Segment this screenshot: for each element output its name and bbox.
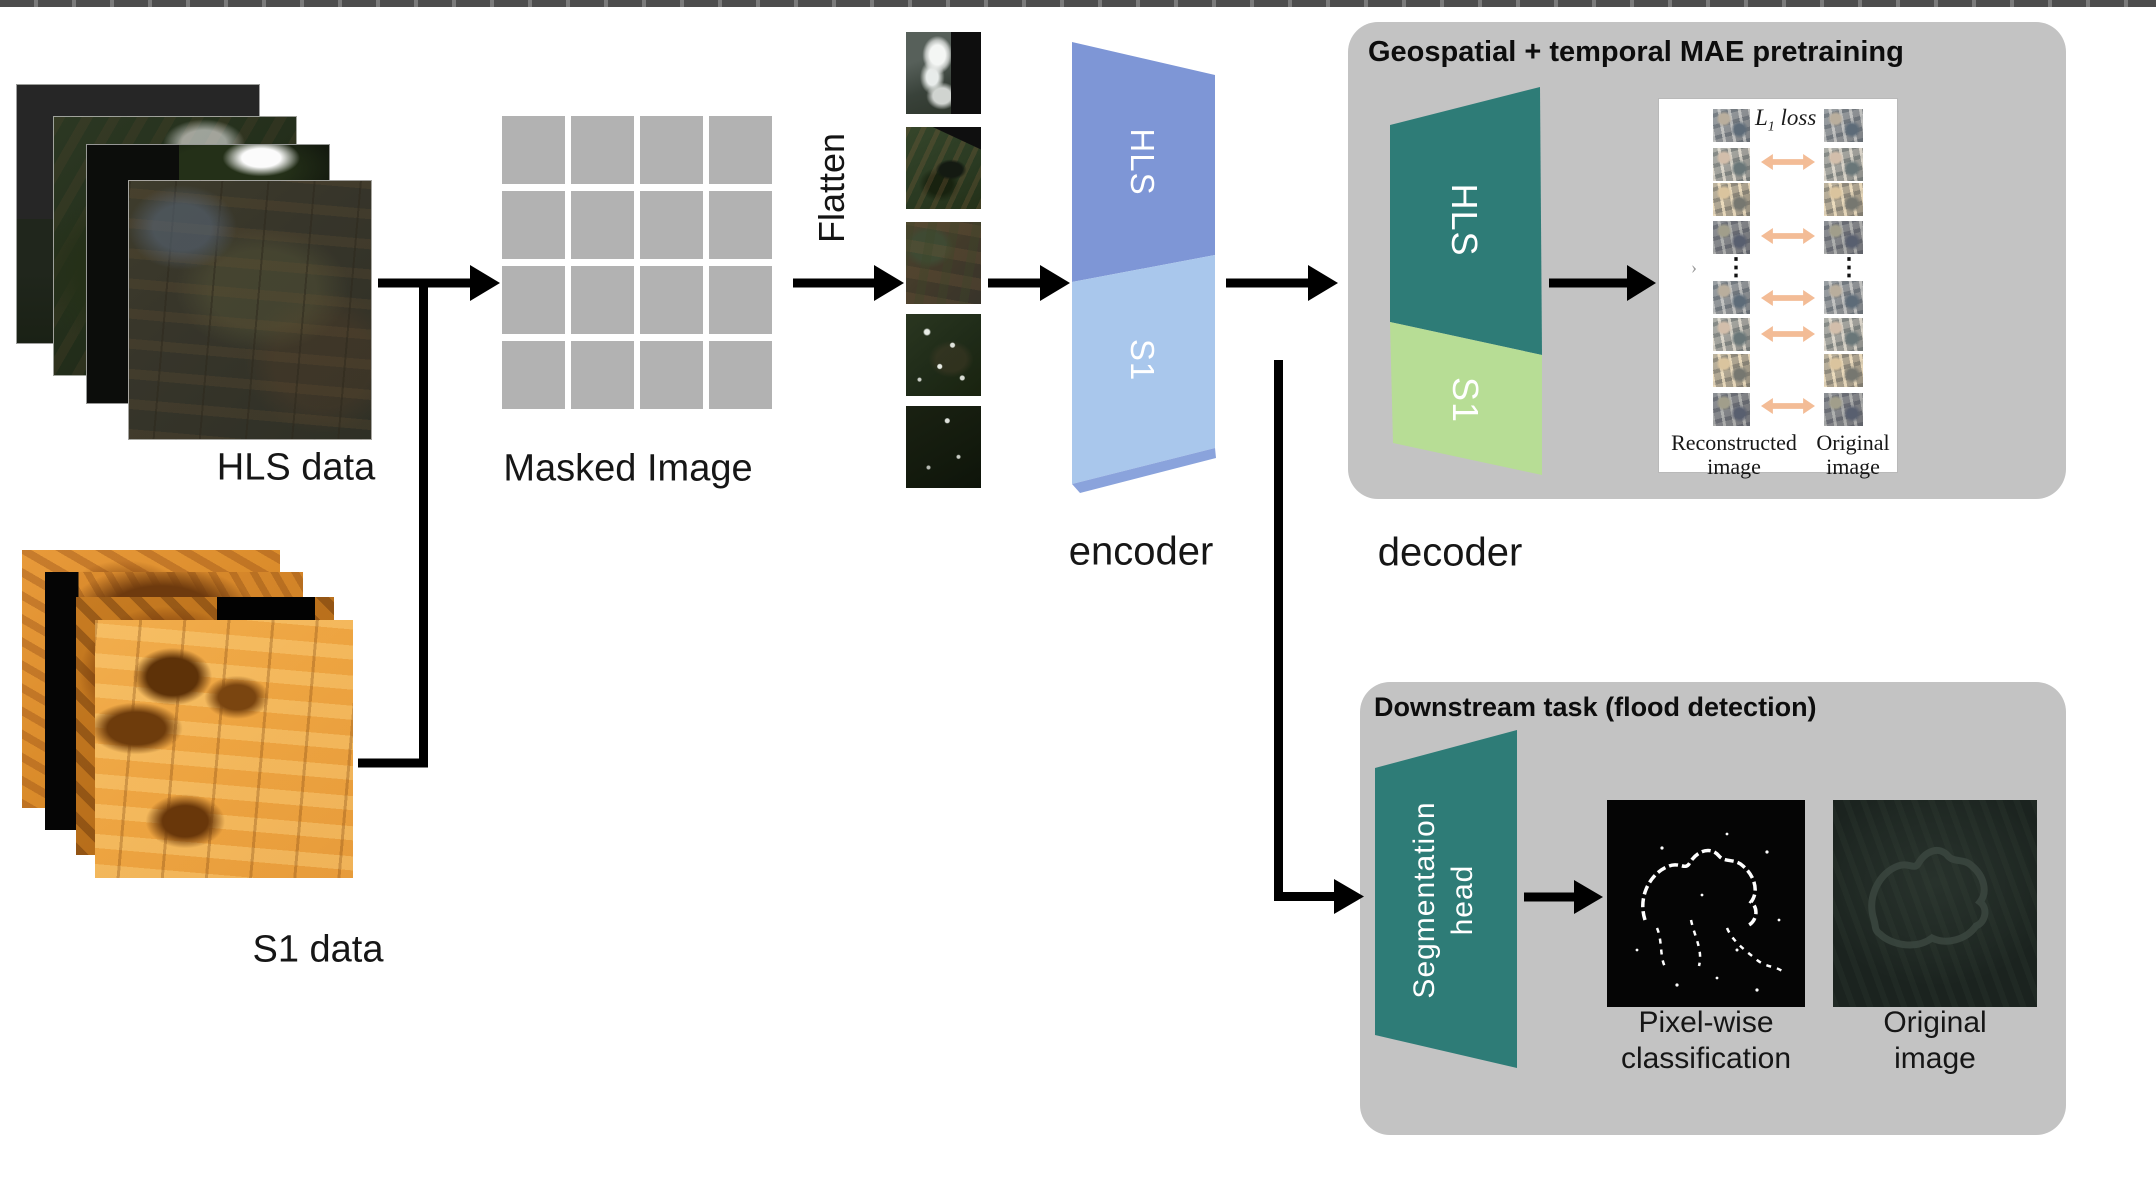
encoder-s1-label: S1 [1124, 338, 1161, 382]
decoder-s1-label: S1 [1445, 376, 1486, 424]
reconstructed-image-label: Reconstructed image [1671, 430, 1797, 479]
pretraining-title: Geospatial + temporal MAE pretraining [1368, 36, 1904, 68]
original-patch [1824, 318, 1863, 351]
original-patch [1824, 393, 1863, 426]
recon-patch [1713, 318, 1750, 351]
encoder-bottom-fold [1072, 448, 1216, 493]
reconstruction-panel: L1 loss ⋮ ⋮ › Reconstructed image Origin… [1658, 98, 1898, 479]
original-image-label: Original image [1816, 430, 1890, 479]
recon-patch [1713, 109, 1750, 142]
decoder-hls-label: HLS [1444, 183, 1485, 257]
original-patch [1824, 221, 1863, 254]
masked-cell [571, 341, 634, 409]
recon-patch [1713, 148, 1750, 181]
flood-outline-graphic [1635, 832, 1784, 992]
original-patch [1824, 183, 1863, 216]
original-patch [1824, 281, 1863, 314]
recon-patch [1713, 281, 1750, 314]
original-patch [1824, 148, 1863, 181]
arrowhead [874, 265, 904, 301]
l1-compare-arrow [1761, 154, 1815, 170]
s1-image-4 [95, 620, 353, 878]
visible-patch-cloud [571, 116, 634, 184]
visible-patch-forest [709, 116, 772, 184]
chevron-artifact: › [1691, 257, 1697, 277]
filmstrip-top-bar [0, 0, 2156, 7]
l1-compare-arrow [1761, 326, 1815, 342]
hls-data-label: HLS data [216, 446, 376, 489]
flat-patch-fields [906, 222, 981, 304]
hls-image-4 [128, 180, 372, 440]
flat-patch-forest [906, 127, 981, 209]
recon-patch [1713, 221, 1750, 254]
flat-patch-darkforest [906, 314, 981, 396]
masked-cell [502, 266, 565, 334]
recon-patch [1713, 354, 1750, 387]
arrowhead [470, 265, 500, 301]
encoder-caption: encoder [1068, 529, 1214, 574]
segmentation-head-label: Segmentation head [1408, 801, 1479, 999]
original-patch [1824, 354, 1863, 387]
arrowhead [1308, 265, 1338, 301]
pixelwise-classification-image [1607, 800, 1805, 1007]
masked-cell [640, 116, 703, 184]
l1-compare-arrow [1761, 398, 1815, 414]
masked-cell [640, 341, 703, 409]
masked-cell [709, 341, 772, 409]
decoder-caption: decoder [1377, 530, 1523, 575]
visible-patch-darkest [502, 341, 565, 409]
masked-cell [502, 116, 565, 184]
masked-cell [640, 266, 703, 334]
pixelwise-label: Pixel-wise classification [1620, 1006, 1792, 1075]
recon-patch [1713, 393, 1750, 426]
masked-image-grid [502, 116, 772, 409]
s1-data-label: S1 data [252, 928, 384, 971]
ellipsis-vertical: ⋮ [1837, 255, 1861, 281]
ellipsis-vertical: ⋮ [1724, 255, 1748, 281]
downstream-original-label: Original image [1883, 1006, 1987, 1075]
flat-patch-cloud [906, 32, 981, 114]
flat-patch-darkest [906, 406, 981, 488]
recon-patch [1713, 183, 1750, 216]
flood-original-image [1833, 800, 2037, 1007]
visible-patch-fields [502, 191, 565, 259]
arrowhead [1040, 265, 1070, 301]
faint-river-graphic [1868, 846, 1989, 949]
connector-branch-downstream [1274, 360, 1334, 901]
masked-cell [571, 191, 634, 259]
masked-cell [640, 191, 703, 259]
encoder-hls-label: HLS [1124, 128, 1161, 196]
masked-cell [709, 191, 772, 259]
l1-compare-arrow [1761, 290, 1815, 306]
downstream-title: Downstream task (flood detection) [1374, 692, 1817, 722]
masked-cell [571, 266, 634, 334]
l1-compare-arrow [1761, 228, 1815, 244]
flatten-label: Flatten [811, 132, 852, 244]
l1-loss-label: L1 loss [1755, 105, 1817, 135]
visible-patch-darkforest [709, 266, 772, 334]
original-patch [1824, 109, 1863, 142]
masked-image-label: Masked Image [503, 447, 753, 490]
